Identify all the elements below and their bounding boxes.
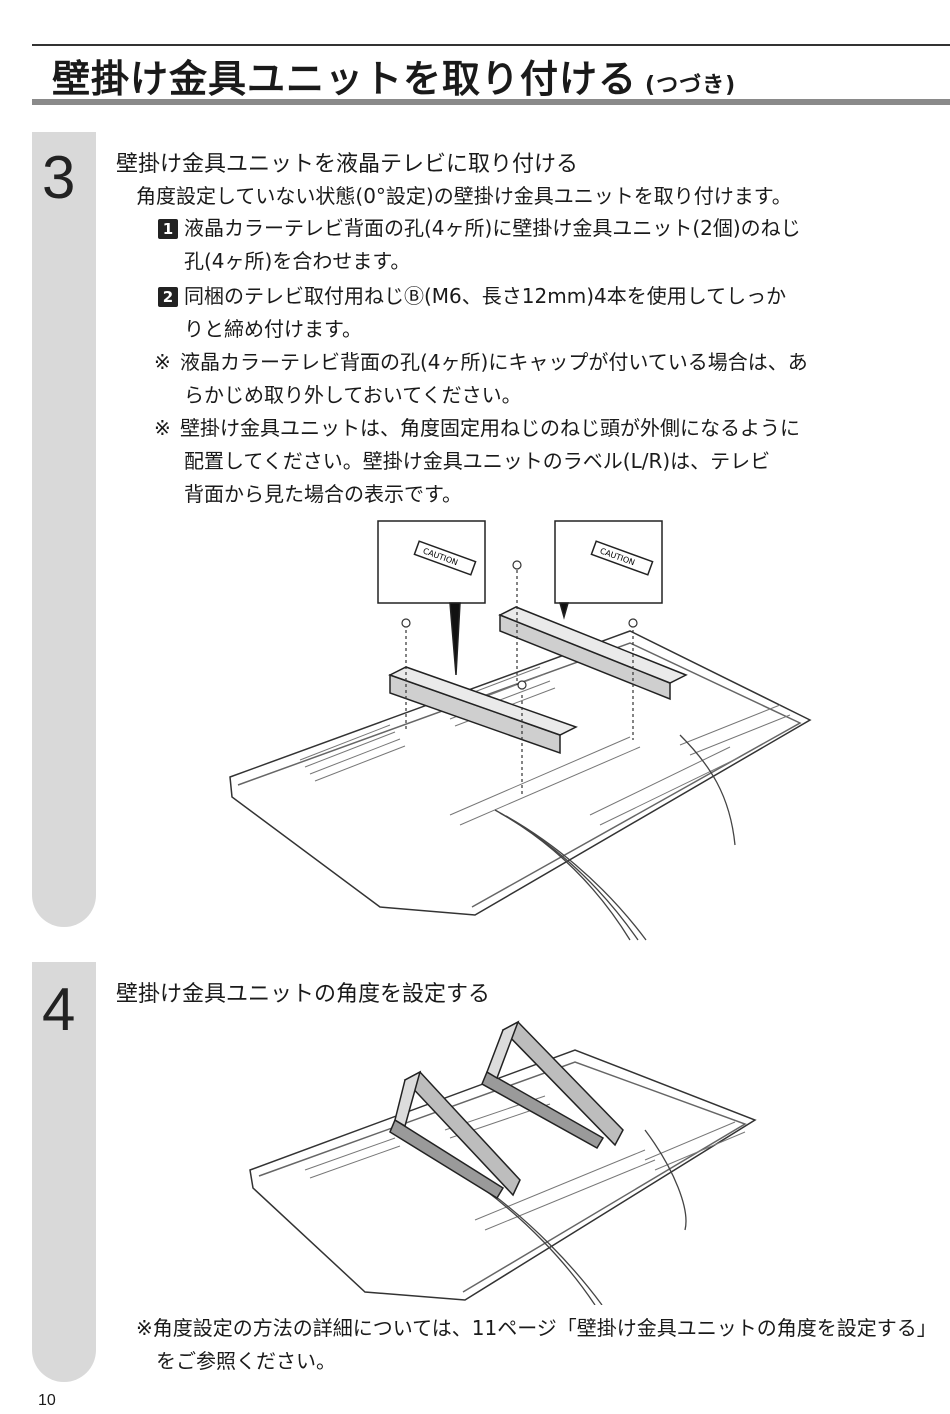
- step-3-note-2: ※ 壁掛け金具ユニットは、角度固定用ねじのねじ頭が外側になるように 配置してくださ…: [154, 412, 800, 511]
- bracket-arm-right: [481, 1020, 624, 1150]
- note-2-line2: 配置してください。壁掛け金具ユニットのラベル(L/R)は、テレビ: [184, 449, 771, 473]
- step-4-note-line2: をご参照ください。: [156, 1349, 336, 1373]
- item-number-badge: 2: [158, 287, 178, 307]
- caution-label-callout-left: [377, 520, 486, 676]
- tv-bracket-attach-illustration: CAUTION CAUTION: [229, 520, 812, 941]
- bracket-arm-left: [389, 1070, 521, 1200]
- right-bracket: [498, 606, 688, 701]
- screws: [401, 560, 638, 795]
- step-3-intro: 角度設定していない状態(0°設定)の壁掛け金具ユニットを取り付けます。: [136, 184, 792, 208]
- cables: [494, 734, 736, 941]
- left-bracket: [388, 666, 578, 755]
- note-2-line1: 壁掛け金具ユニットは、角度固定用ねじのねじ頭が外側になるように: [180, 416, 800, 440]
- step-4-number: 4: [42, 976, 76, 1043]
- tv-back-panel: [229, 630, 812, 916]
- title-rule-bottom: [32, 99, 950, 105]
- step-4-heading: 壁掛け金具ユニットの角度を設定する: [116, 982, 491, 1007]
- note-1-line1: 液晶カラーテレビ背面の孔(4ヶ所)にキャップが付いている場合は、あ: [180, 350, 808, 374]
- item-2-line1: 同梱のテレビ取付用ねじⒷ(M6、長さ12mm)4本を使用してしっか: [184, 284, 787, 308]
- item-2-line2: りと締め付けます。: [184, 317, 362, 341]
- step-3-heading: 壁掛け金具ユニットを液晶テレビに取り付ける: [116, 152, 579, 177]
- page-number: 10: [38, 1392, 56, 1409]
- step-4-note-line1: ※角度設定の方法の詳細については、11ページ「壁掛け金具ユニットの角度を設定する…: [136, 1316, 937, 1340]
- item-1-line2: 孔(4ヶ所)を合わせます。: [184, 249, 411, 273]
- step-3-number: 3: [42, 144, 76, 211]
- title-rule-top: [32, 44, 950, 46]
- note-1-line2: らかじめ取り外しておいてください。: [184, 383, 522, 407]
- note-mark: ※: [154, 350, 171, 374]
- step-3-bar: [32, 132, 96, 927]
- item-1-line1: 液晶カラーテレビ背面の孔(4ヶ所)に壁掛け金具ユニット(2個)のねじ: [184, 216, 801, 240]
- step-3-item-1: 1 液晶カラーテレビ背面の孔(4ヶ所)に壁掛け金具ユニット(2個)のねじ 孔(4ヶ…: [158, 212, 801, 278]
- page-title-text: 壁掛け金具ユニットを取り付ける: [52, 57, 638, 101]
- item-number-badge: 1: [158, 219, 178, 239]
- page-title-suffix: (つづき): [645, 73, 737, 98]
- note-mark: ※: [154, 416, 171, 440]
- step-3-item-2: 2 同梱のテレビ取付用ねじⒷ(M6、長さ12mm)4本を使用してしっか りと締め付…: [158, 280, 786, 346]
- caution-label-callout-right: [554, 520, 663, 620]
- note-2-line3: 背面から見た場合の表示です。: [184, 482, 462, 506]
- step-3-note-1: ※ 液晶カラーテレビ背面の孔(4ヶ所)にキャップが付いている場合は、あ らかじめ取…: [154, 346, 808, 412]
- page-title: 壁掛け金具ユニットを取り付ける (つづき): [52, 48, 736, 103]
- step-4-bar: [32, 962, 96, 1382]
- step-4-note: ※角度設定の方法の詳細については、11ページ「壁掛け金具ユニットの角度を設定する…: [136, 1312, 937, 1378]
- bracket-angle-illustration: [249, 1020, 757, 1305]
- cables-2: [484, 1129, 687, 1305]
